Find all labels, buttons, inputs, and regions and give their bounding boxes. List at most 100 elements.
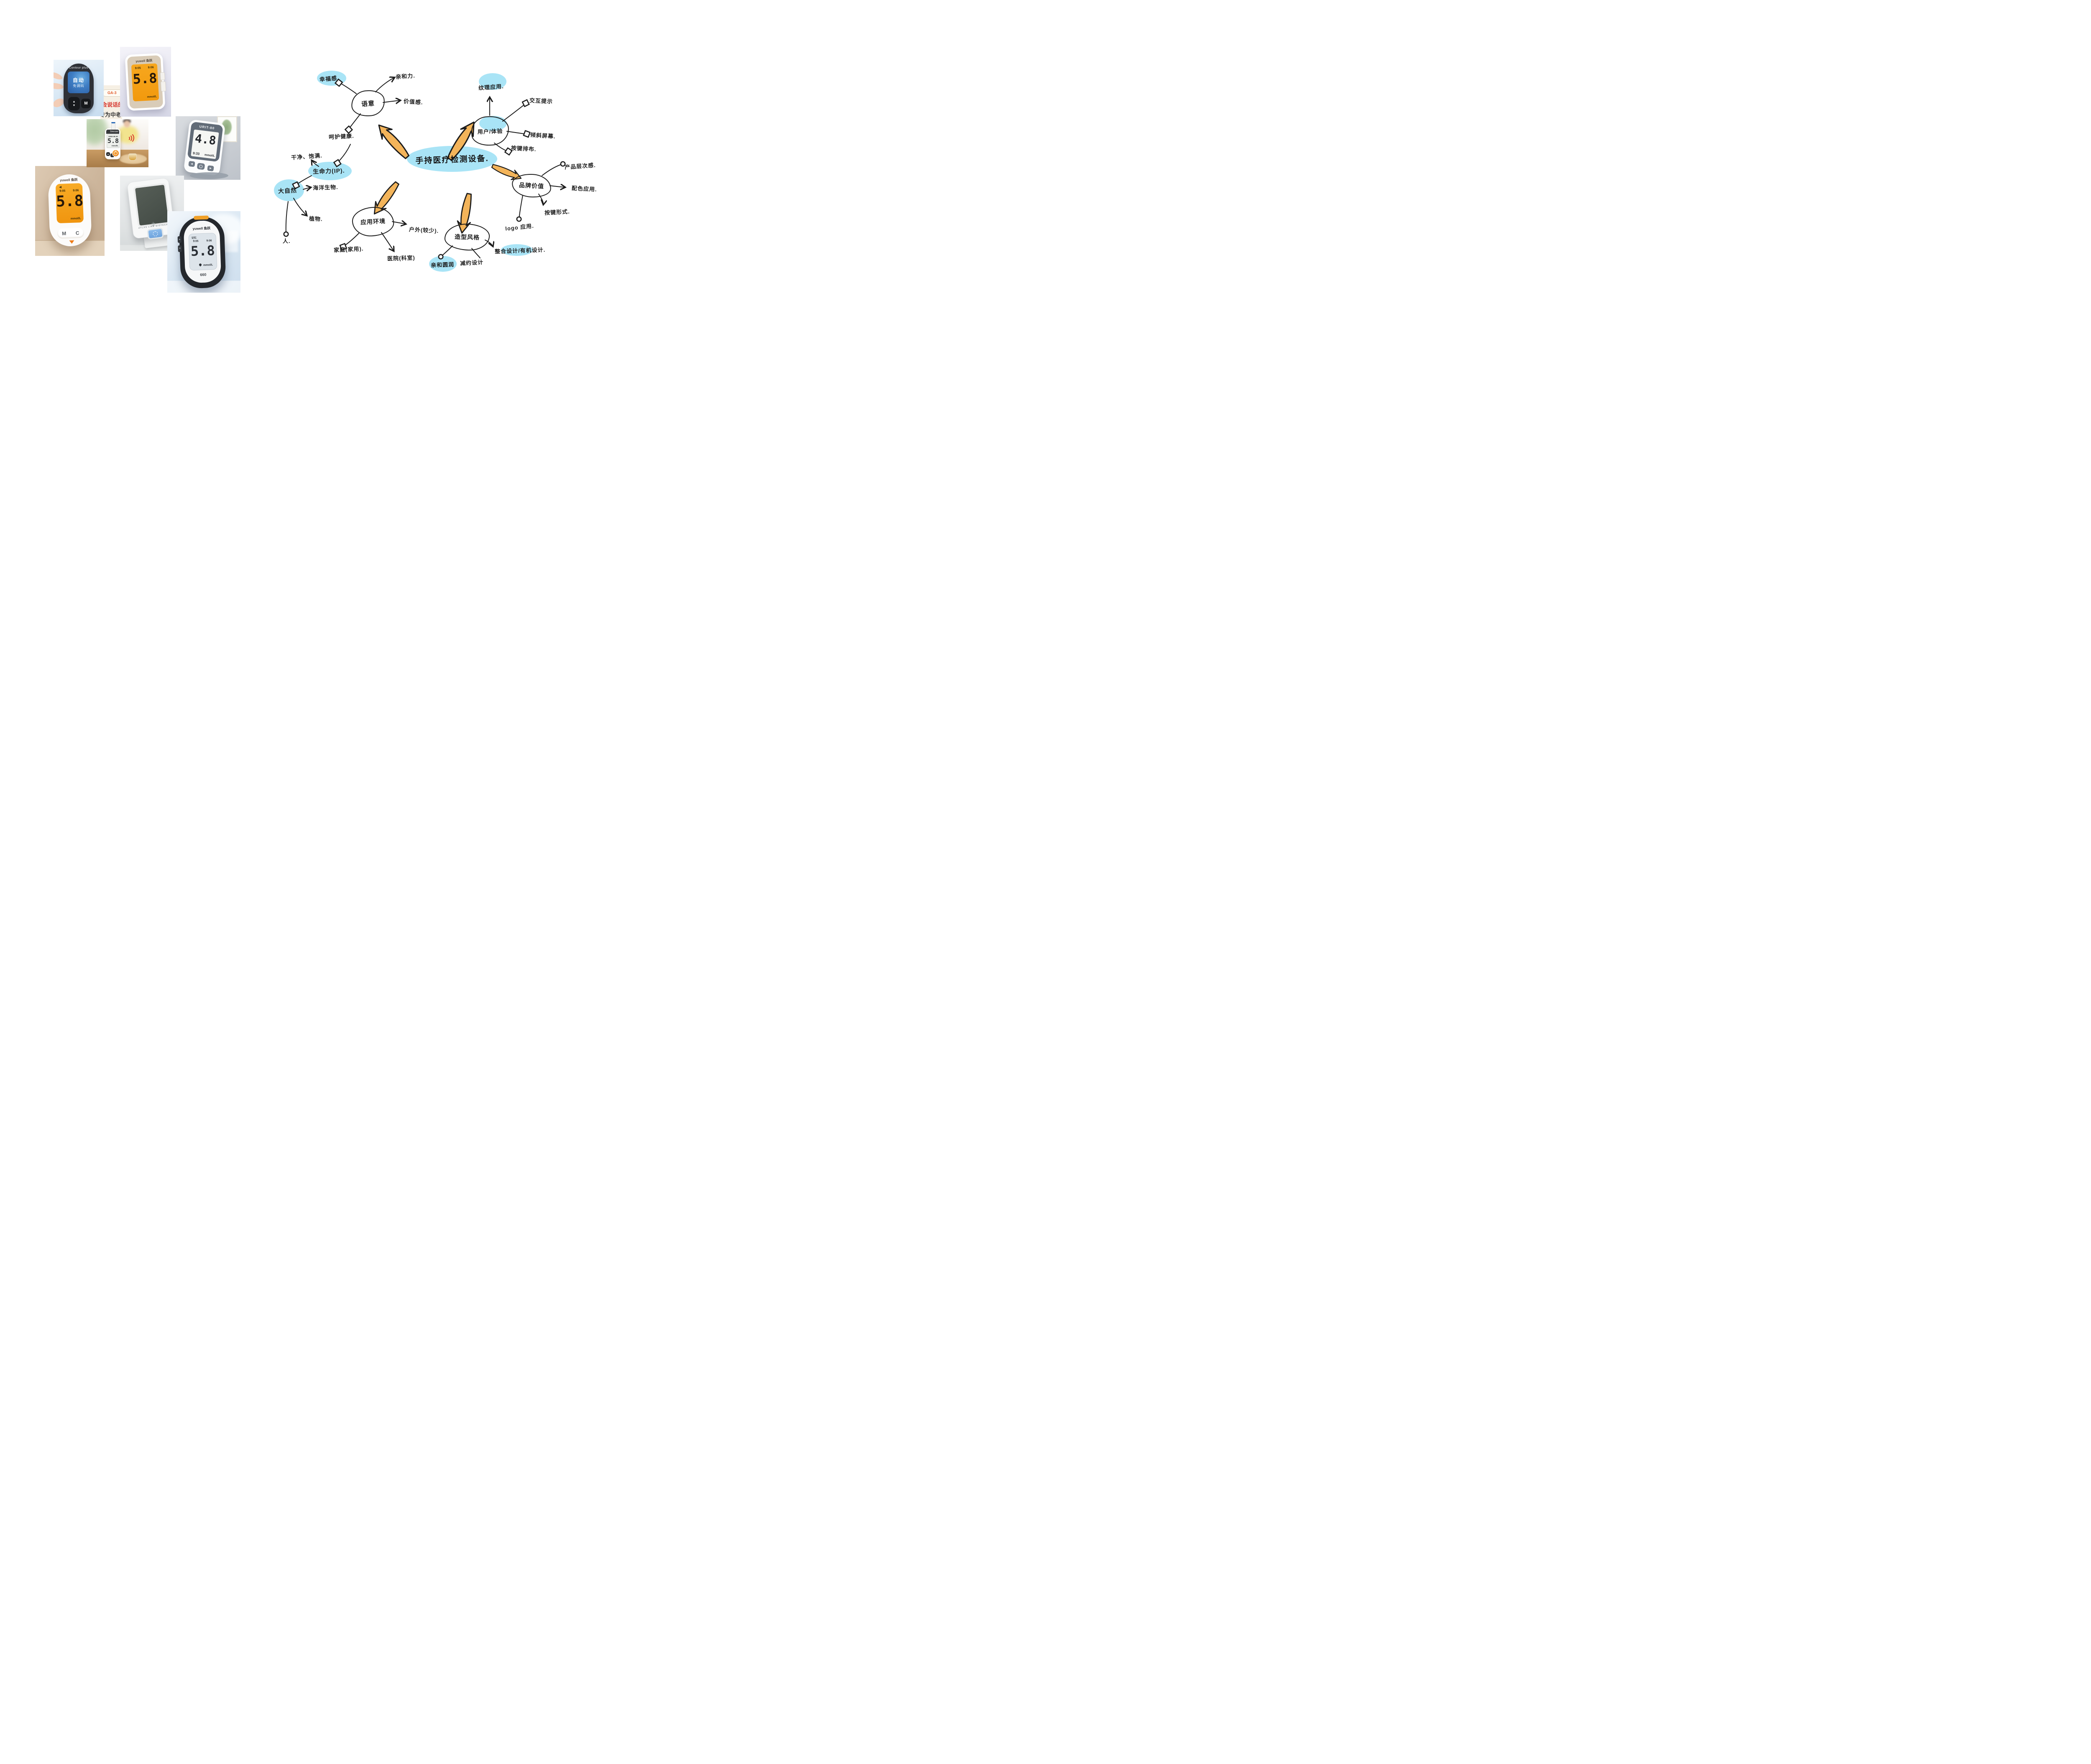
highlight-organic [501, 244, 533, 256]
meter-faceplate: yuwell 鱼跃 记忆 9:05 9:06 5.8 mmol/L 660 [183, 220, 222, 283]
model-badge: GA-3 [102, 89, 122, 97]
memory-button: M [61, 230, 66, 237]
round-table [190, 172, 228, 179]
speaker-icon [57, 186, 62, 189]
branch-button-layout: 按键排布. [511, 145, 537, 153]
branch-texture-application: 纹理应用. [478, 83, 504, 92]
glucose-reading: 4.8 [194, 131, 217, 148]
branch-care-health: 呵护健康. [328, 133, 355, 140]
handheld-analyzer: ATLAS LINK BIOTECH [127, 177, 175, 240]
branch-plants: 植物. [309, 215, 323, 222]
time-2: 9:06 [73, 189, 79, 192]
branch-tilted-screen: 倾斜屏幕. [530, 131, 556, 140]
up-down-rocker: ▲ ▼ [68, 97, 80, 110]
screen-text: 免调码 [73, 84, 84, 88]
meter-screen: 记忆 9:05 9:06 5.8 mmol/L [188, 232, 217, 271]
meter-screen: 4.8 9:33 mmol/L [191, 129, 219, 159]
right-button: ▶ [207, 165, 214, 172]
memory-label: 记忆 [191, 237, 197, 240]
power-icon [114, 151, 118, 155]
glucose-reading: 5.8 [56, 192, 84, 211]
branch-clean-full: 干净、饱满. [291, 152, 323, 161]
meter-screen: 9:05 9:06 5.8 mmol/L [55, 183, 84, 224]
person-head [124, 120, 130, 128]
promo-red-text: 会说话的 [102, 102, 122, 108]
branch-hospital: 医院(科室) [387, 254, 415, 262]
collage-mindmap-screenshot: GA-3 会说话的 专为中老 Contour plus 自动 免调码 ▲ ▼ M… [0, 0, 644, 362]
glucose-reading: 5.8 [132, 70, 158, 87]
meter-faceplate: yuwell 鱼跃 9:05 9:06 5.8 mmol/L [127, 55, 164, 109]
branch-color-scheme: 配色应用. [571, 185, 597, 193]
glucose-reading: 5.8 [190, 242, 215, 259]
power-icon [199, 164, 203, 168]
meter-screen: 自动 免调码 [68, 71, 89, 93]
model-label: 660 [200, 272, 207, 277]
glucose-meter-sinocare: Sinocare 1008 08:30 5.8 mmol/L ▲ ▽ [105, 122, 120, 159]
side-down-button: ▼ [178, 245, 182, 253]
down-arrow-icon: ▼ [72, 104, 76, 107]
branch-friendly-round: 亲和圆润 [430, 261, 455, 268]
hand-finger [54, 82, 64, 90]
side-button [161, 81, 166, 92]
side-up-button: ▲ [177, 236, 182, 243]
time-1: 9:05 [193, 240, 199, 243]
branch-interaction-prompt: 交互提示 [529, 97, 553, 105]
glucose-meter-urit: URIT-80 4.8 9:33 mmol/L ◀ ▶ [183, 119, 226, 176]
c-button: C [75, 230, 79, 236]
time-1: 9:05 [59, 189, 66, 193]
brand-label: Sinocare [106, 130, 119, 134]
power-button [112, 150, 119, 157]
tea-cup [128, 153, 137, 161]
left-button: ◀ [188, 161, 195, 167]
sound-wave-icon [123, 133, 134, 143]
mindmap-node-style: 造型风格 [444, 223, 491, 251]
promo-dark-text: 专为中老 [100, 112, 122, 118]
glucose-meter-white: yuwell 鱼跃 9:05 9:06 5.8 mmol/L [125, 53, 166, 111]
glucose-reading: 5.8 [107, 137, 119, 145]
branch-organic-design: 整合设计/有机设计. [494, 246, 546, 255]
device-screen [133, 183, 171, 228]
brand-label: yuwell 鱼跃 [192, 226, 211, 231]
mindmap-node-brand-value: 品牌价值 [511, 173, 552, 199]
datetime: 1008 08:30 [108, 135, 118, 138]
time-2: 9:06 [148, 66, 154, 69]
blood-drop-icon [198, 263, 202, 267]
photo-yuwell-660-meter: ▲ ▼ yuwell 鱼跃 记忆 9:05 9:06 5.8 mmol/L 66… [167, 211, 240, 293]
up-arrow-icon: ▲ [72, 100, 76, 103]
branch-minimal-design: 减约设计 [460, 259, 484, 267]
time-row: 9:05 9:06 [131, 66, 157, 70]
branch-button-form: 按键形式. [544, 208, 570, 216]
mindmap-center-node: 手持医疗检测设备. [415, 154, 489, 166]
unit-label: mmol/L [147, 95, 157, 99]
unit-label: mmol/L [203, 263, 213, 267]
time-2: 9:06 [206, 239, 212, 243]
hand-finger [54, 71, 64, 81]
meter-screen: 1008 08:30 5.8 mmol/L [107, 134, 120, 148]
down-button: ▽ [110, 153, 114, 157]
photo-sinocare-scene: Sinocare 1008 08:30 5.8 mmol/L ▲ ▽ [87, 119, 148, 167]
highlight-texture [479, 73, 506, 90]
screen-bezel: URIT-80 4.8 9:33 mmol/L [187, 121, 223, 162]
photo-urit-80-meter: URIT-80 4.8 9:33 mmol/L ◀ ▶ [176, 116, 240, 180]
m-c-buttons: M C [57, 227, 84, 239]
branch-logo-application: logo 应用. [505, 222, 534, 232]
mindmap-node-user-experience: 用户/体验 [470, 115, 510, 146]
branch-home-use: 家庭(家用). [333, 245, 364, 253]
glucose-meter-oval: yuwell 鱼跃 9:05 9:06 5.8 mmol/L M C [48, 174, 92, 247]
branch-happiness: 幸福感 [319, 75, 337, 83]
unit-label: mmol/L [70, 217, 81, 220]
top-button [193, 215, 209, 220]
side-button [160, 72, 165, 81]
photo-yuwell-oval-meter: yuwell 鱼跃 9:05 9:06 5.8 mmol/L M C [35, 166, 105, 256]
branch-people: 人. [283, 238, 291, 244]
mindmap-node-environment: 应用环境 [351, 206, 395, 237]
branch-value-sense: 价值感. [403, 98, 424, 106]
strip-port-marker [69, 240, 74, 244]
caduceus-icon [151, 222, 156, 227]
time-1: 9:05 [135, 66, 141, 70]
meter-screen: 9:05 9:06 5.8 mmol/L [131, 63, 159, 102]
scan-button [147, 227, 164, 240]
dashed-circle-icon [152, 230, 158, 237]
brand-label: yuwell 鱼跃 [59, 178, 78, 182]
branch-vitality-ip: 生命力(IP). [312, 167, 345, 175]
